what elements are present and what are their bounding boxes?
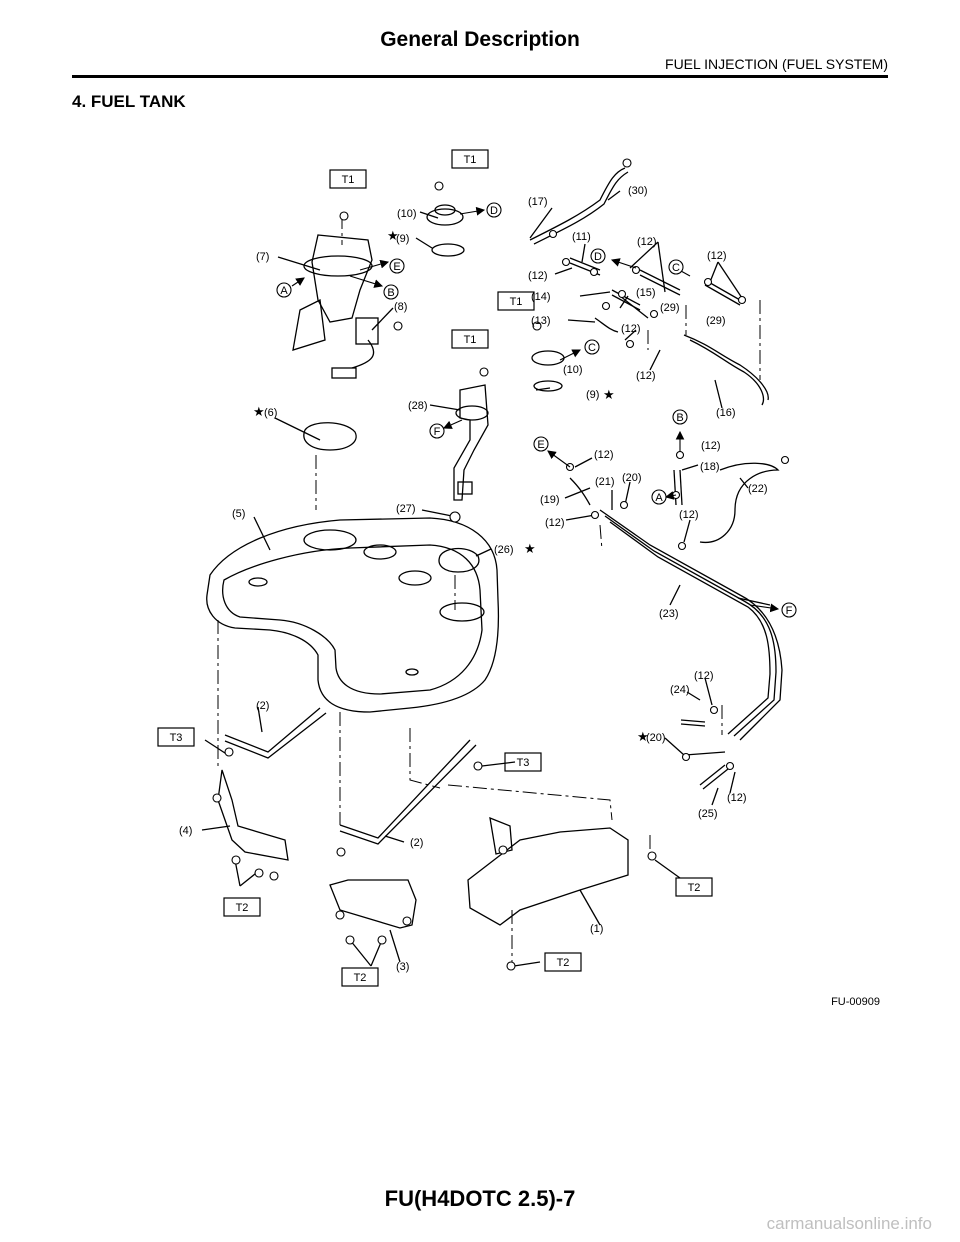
connector-label: C — [588, 342, 596, 354]
torque-box-label: T1 — [464, 334, 477, 346]
connector-circles — [276, 202, 797, 618]
part-label: (21) — [595, 476, 615, 488]
connector-label: A — [655, 492, 663, 504]
part-label: (28) — [408, 400, 428, 412]
part-label: (12) — [727, 792, 747, 804]
stars: ★ ★ ★ ★ ★ — [253, 228, 649, 744]
part-label: (17) — [528, 196, 548, 208]
fasteners — [212, 158, 790, 971]
watermark: carmanualsonline.info — [766, 1214, 932, 1233]
part-label: (11) — [572, 231, 591, 243]
fuel-pump-assembly — [311, 234, 373, 323]
star-marker: ★ — [524, 541, 536, 556]
part-label: (2) — [256, 700, 269, 712]
part-label: (29) — [706, 315, 726, 327]
connector-label: E — [537, 439, 544, 451]
connector-label: C — [672, 262, 680, 274]
part-label: (1) — [590, 923, 603, 935]
part-label: (12) — [679, 509, 699, 521]
part-label: (10) — [397, 208, 417, 220]
part-label: (3) — [396, 961, 409, 973]
connector-label: F — [786, 605, 793, 617]
diagram-artwork — [201, 167, 783, 967]
star-marker: ★ — [637, 729, 649, 744]
header-rule — [72, 75, 888, 78]
part-label: (16) — [716, 407, 736, 419]
part-label: (12) — [621, 323, 641, 335]
tank-band-right — [339, 739, 471, 839]
dash-lines — [217, 215, 761, 962]
torque-box-label: T3 — [517, 757, 530, 769]
part-label: (22) — [748, 483, 768, 495]
part-label: (7) — [256, 251, 269, 263]
protector-4 — [217, 769, 289, 861]
torque-box-label: T2 — [236, 902, 249, 914]
part-label: (29) — [660, 302, 680, 314]
part-label: (12) — [636, 370, 656, 382]
part-label: (30) — [628, 185, 648, 197]
connector-label: B — [387, 287, 394, 299]
connector-label: D — [490, 205, 498, 217]
torque-box-label: T1 — [342, 174, 355, 186]
tank-band-left — [224, 707, 321, 753]
connector-label: D — [594, 251, 602, 263]
connector-label: A — [280, 285, 288, 297]
connector-label: B — [676, 412, 683, 424]
part-label: (9) — [586, 389, 599, 401]
torque-box-label: T3 — [170, 732, 183, 744]
torque-box-label: T2 — [688, 882, 701, 894]
connector-label: E — [393, 261, 400, 273]
connector-label: F — [434, 426, 441, 438]
part-label: (15) — [636, 287, 656, 299]
part-label: (12) — [528, 270, 548, 282]
part-label: (4) — [179, 825, 192, 837]
torque-boxes — [157, 149, 713, 987]
page-footer: FU(H4DOTC 2.5)-7 — [384, 1186, 576, 1211]
star-marker: ★ — [387, 228, 399, 243]
part-label: (12) — [594, 449, 614, 461]
part-label: (6) — [264, 407, 277, 419]
part-label: (12) — [694, 670, 714, 682]
part-label: (12) — [545, 517, 565, 529]
part-label: (8) — [394, 301, 407, 313]
part-label: (14) — [531, 291, 551, 303]
part-label: (9) — [396, 233, 409, 245]
page-header-title: General Description — [380, 28, 580, 51]
torque-box-label: T2 — [354, 972, 367, 984]
torque-box-label: T1 — [510, 296, 523, 308]
part-label: (12) — [701, 440, 721, 452]
section-title: 4. FUEL TANK — [72, 92, 186, 111]
part-label: (23) — [659, 608, 679, 620]
part-label: (24) — [670, 684, 690, 696]
gasket-26 — [438, 547, 480, 573]
part-label: (2) — [410, 837, 423, 849]
star-marker: ★ — [253, 404, 265, 419]
gasket-6 — [303, 422, 357, 451]
part-label: (20) — [646, 732, 666, 744]
part-label: (12) — [637, 236, 657, 248]
fuel-tank-body — [206, 517, 500, 713]
protector-3 — [329, 879, 417, 929]
star-marker: ★ — [603, 387, 615, 402]
torque-box-label: T2 — [557, 957, 570, 969]
part-label: (27) — [396, 503, 416, 515]
part-label: (13) — [531, 315, 551, 327]
part-label: (20) — [622, 472, 642, 484]
evaporation-pipe-bundle — [599, 509, 783, 741]
part-label: (26) — [494, 544, 514, 556]
figure-code: FU-00909 — [831, 996, 880, 1008]
heat-shield — [467, 827, 629, 926]
part-label: (19) — [540, 494, 560, 506]
part-label: (10) — [563, 364, 583, 376]
part-label: (25) — [698, 808, 718, 820]
part-label: (5) — [232, 508, 245, 520]
part-label: (18) — [700, 461, 720, 473]
part-label: (12) — [707, 250, 727, 262]
page-header-subtitle: FUEL INJECTION (FUEL SYSTEM) — [665, 56, 888, 72]
torque-box-label: T1 — [464, 154, 477, 166]
fuel-level-sensor — [453, 384, 489, 501]
